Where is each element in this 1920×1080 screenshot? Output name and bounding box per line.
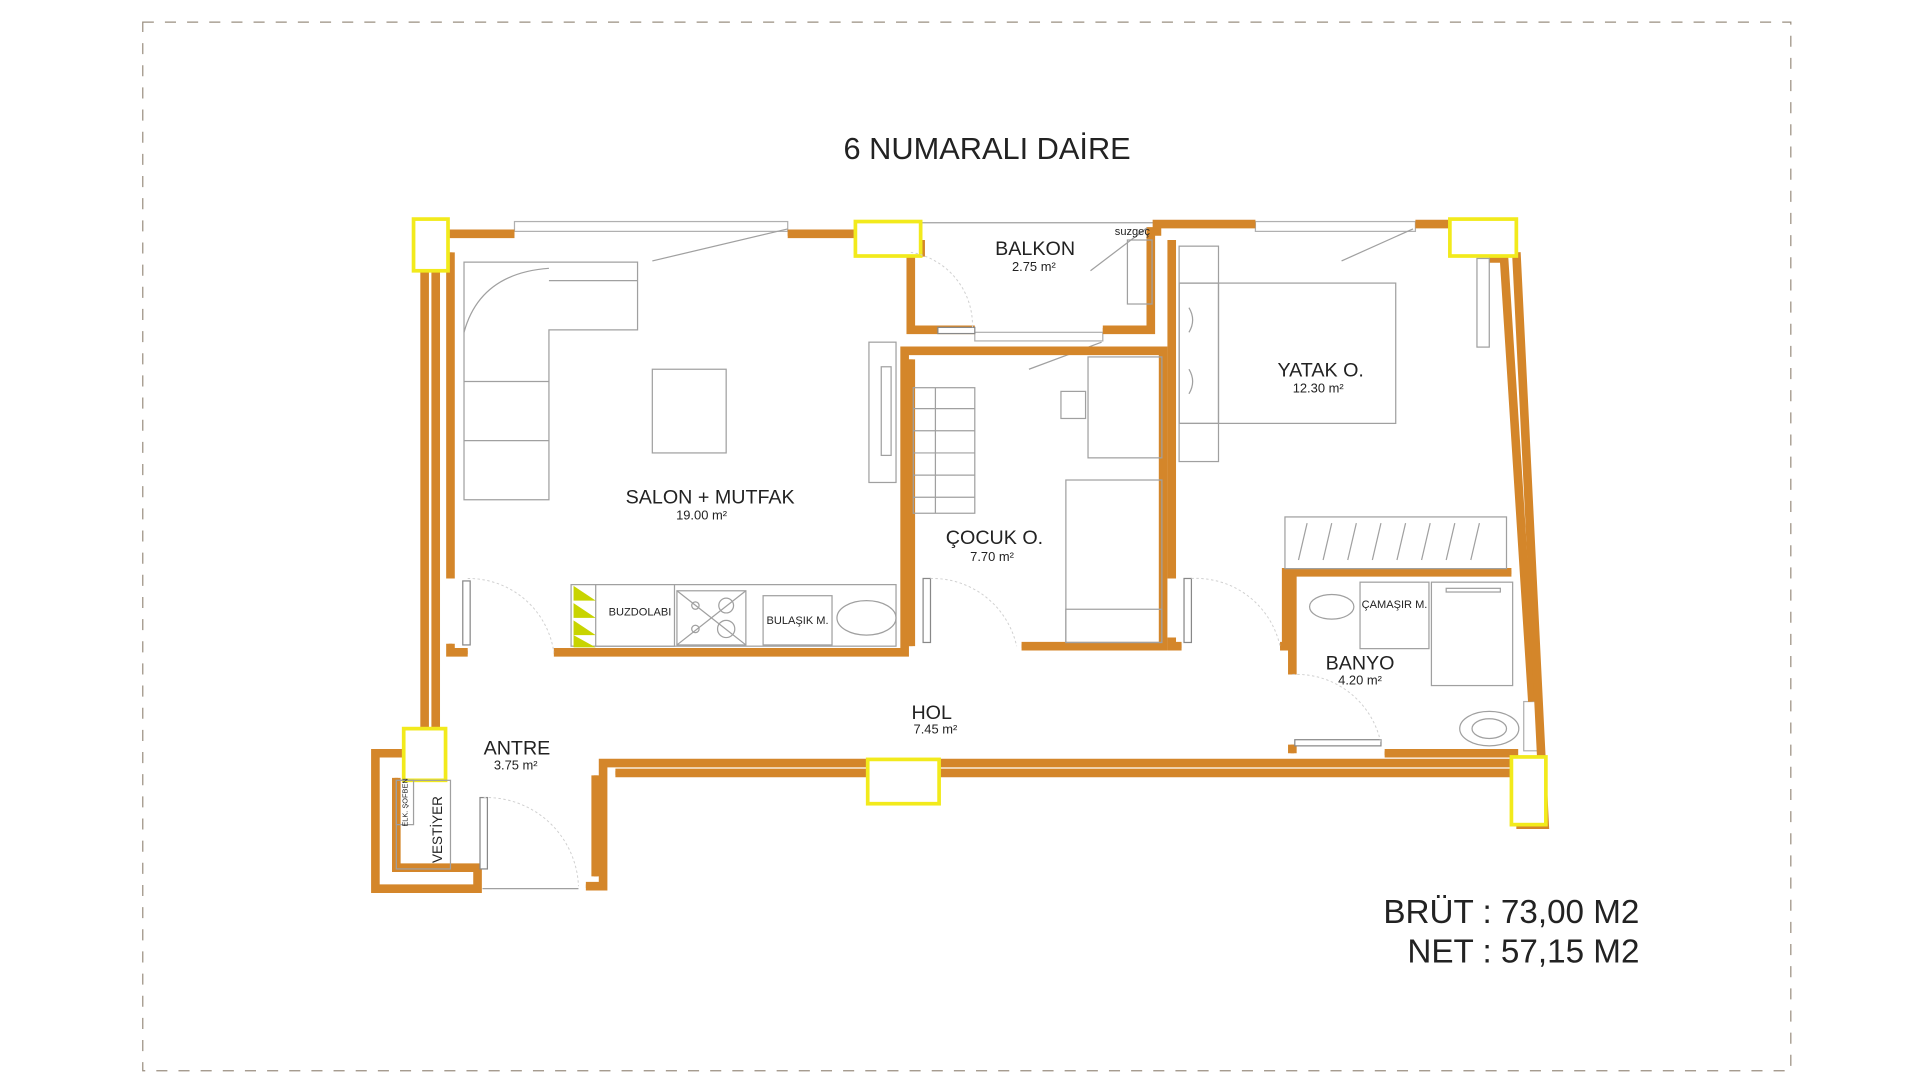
room-area-salon: 19.00 m² [676, 507, 728, 522]
wall-core [1280, 570, 1512, 649]
doors [462, 251, 1382, 890]
room-name-salon: SALON + MUTFAK [626, 486, 795, 508]
fridge-label: BUZDOLABI [609, 606, 672, 618]
fridge-marker [573, 585, 596, 648]
room-area-hol: 7.45 m² [914, 722, 958, 737]
columns [401, 217, 1548, 827]
net-area: NET : 57,15 M2 [1407, 933, 1639, 970]
furniture [395, 227, 1520, 870]
room-name-cocuk: ÇOCUK O. [946, 527, 1043, 549]
wall-core [448, 222, 1453, 332]
dishwasher-label: BULAŞIK M. [767, 615, 829, 627]
room-name-hol: HOL [911, 702, 952, 724]
room-area-cocuk: 7.70 m² [970, 549, 1014, 564]
gross-area: BRÜT : 73,00 M2 [1383, 894, 1639, 931]
wall-core [553, 348, 1165, 655]
page-frame [142, 21, 1792, 1072]
room-area-balkon: 2.75 m² [1012, 259, 1056, 274]
wall-core [585, 751, 1516, 889]
room-name-banyo: BANYO [1326, 653, 1395, 675]
room-area-banyo: 4.20 m² [1338, 672, 1382, 687]
room-name-antre: ANTRE [484, 737, 551, 759]
windows [513, 220, 1540, 752]
room-area-yatak: 12.30 m² [1293, 381, 1345, 396]
area-totals: BRÜT : 73,00 M2 NET : 57,15 M2 [1383, 894, 1639, 970]
washing-machine-label: ÇAMAŞIR M. [1362, 599, 1428, 611]
wardrobe-label: VESTİYER [430, 796, 445, 863]
room-name-yatak: YATAK O. [1277, 360, 1363, 382]
water-heater-label: ELK. ŞOFBEN [400, 778, 409, 826]
wall-core [1169, 240, 1182, 649]
wall-core [1489, 256, 1535, 702]
room-name-balkon: BALKON [995, 238, 1075, 260]
room-labels: SALON + MUTFAK 19.00 m² BALKON 2.75 m² Ç… [484, 238, 1395, 772]
drain-label: suzgeç [1115, 226, 1151, 238]
wall [448, 219, 1453, 335]
fixture-labels: BUZDOLABI BULAŞIK M. ÇAMAŞIR M. suzgeç V… [400, 226, 1427, 863]
room-area-antre: 3.75 m² [494, 757, 538, 772]
plan-title: 6 NUMARALI DAİRE [843, 131, 1130, 166]
wall-core [448, 252, 468, 655]
walls [371, 219, 1550, 893]
